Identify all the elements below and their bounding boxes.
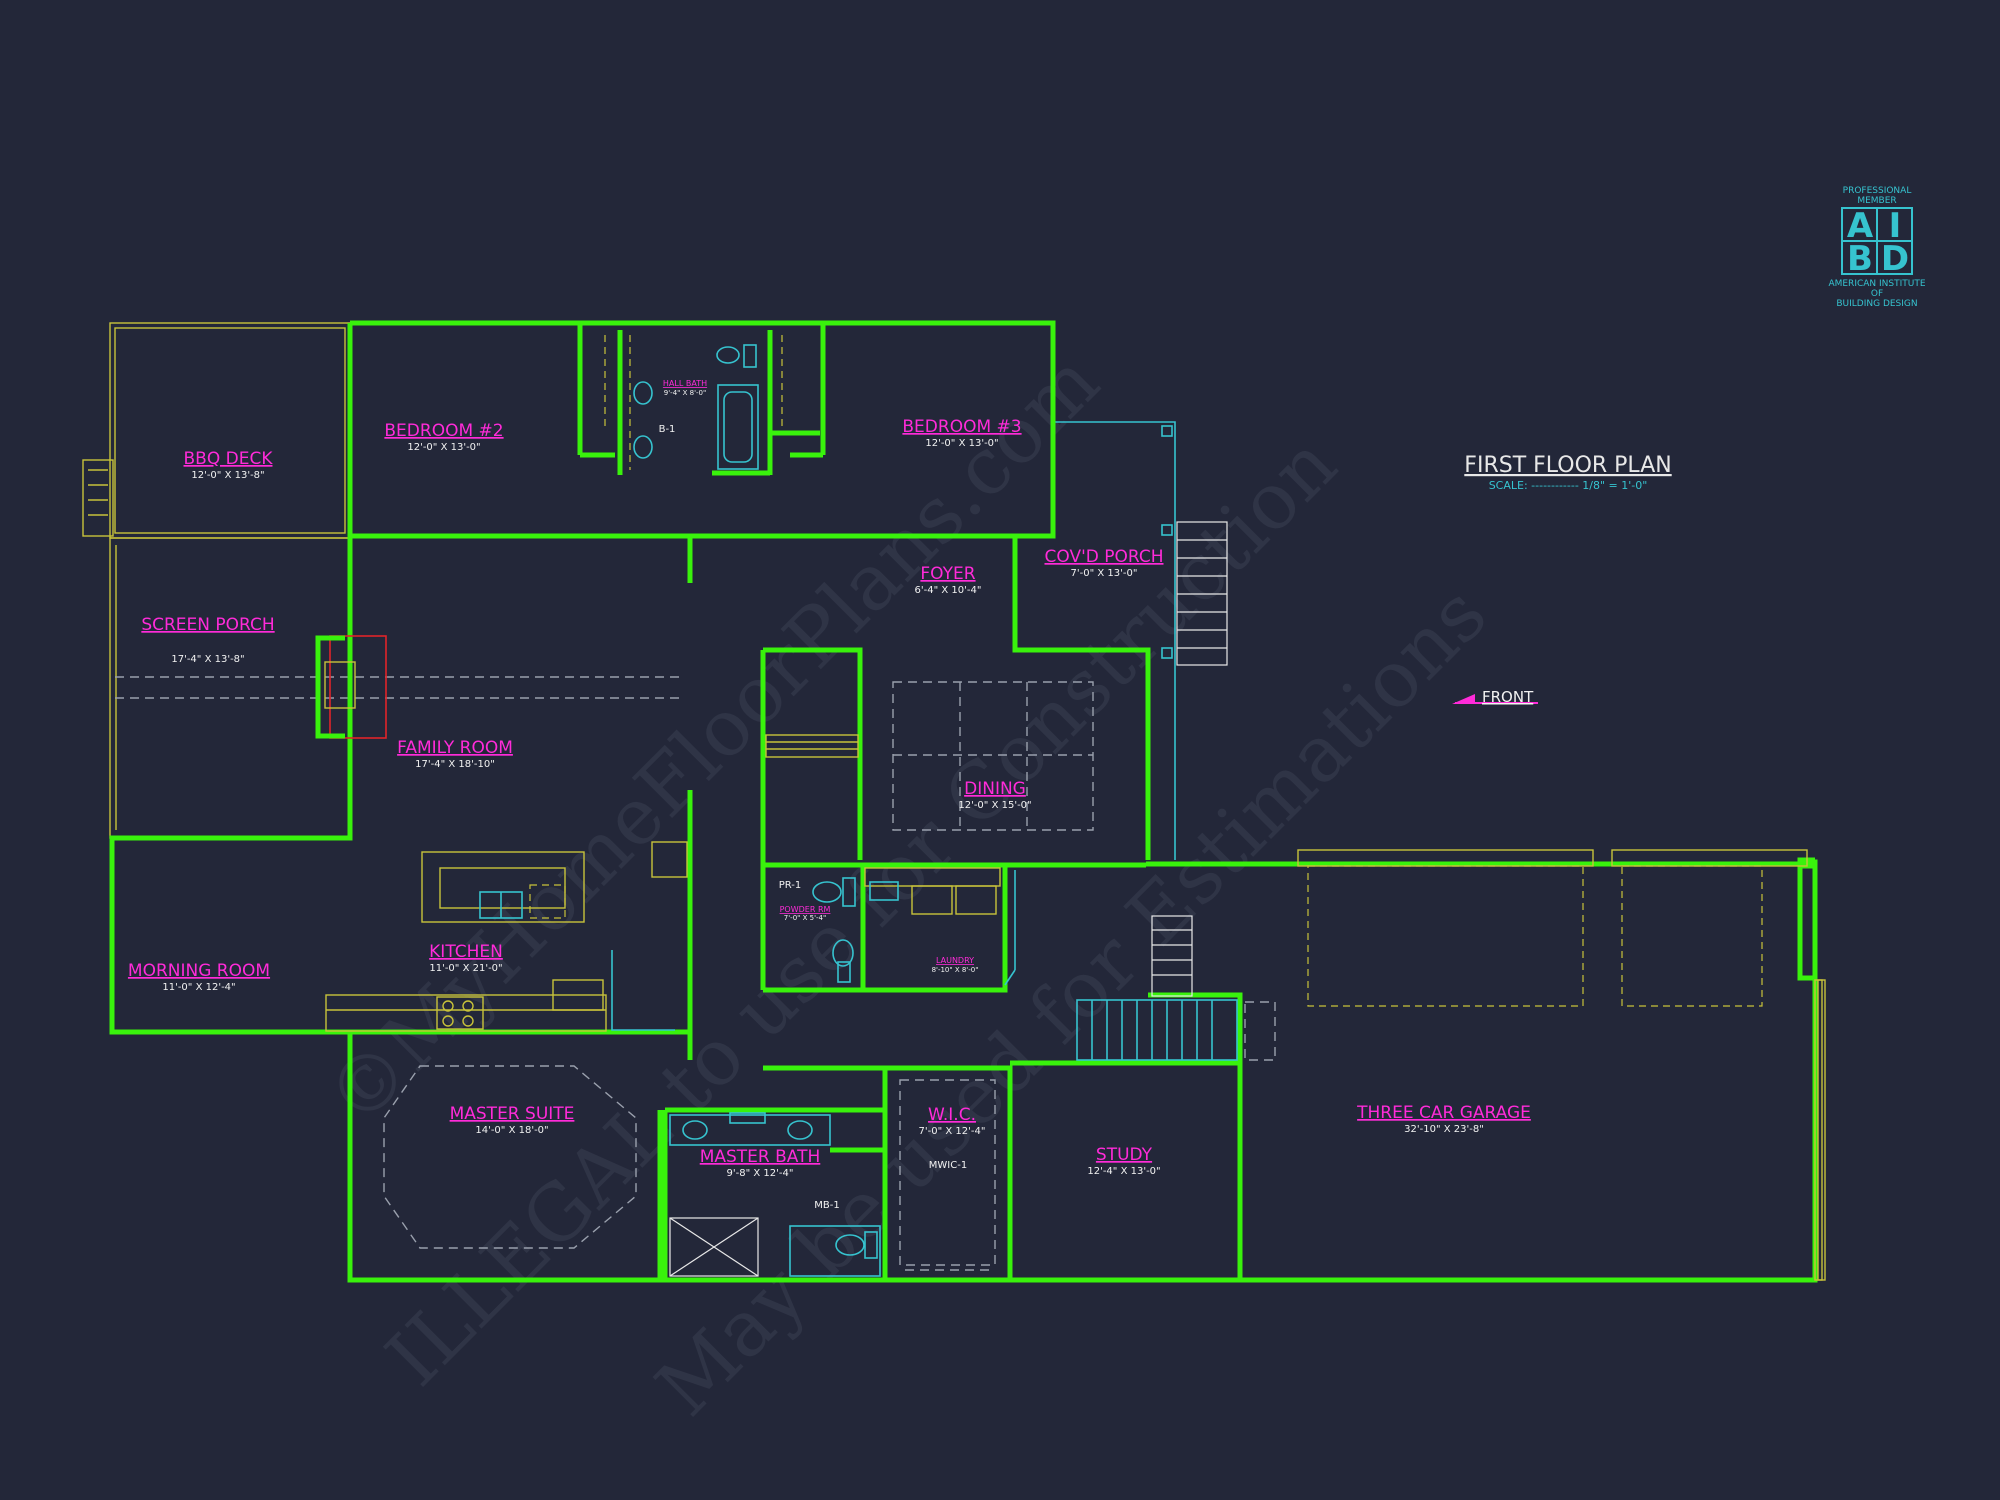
bbq-deck-outline bbox=[109, 322, 351, 539]
deck-steps bbox=[82, 459, 114, 537]
room-dims-garage: 32'-10" X 23'-8" bbox=[1404, 1124, 1484, 1135]
tag-powder: PR-1 bbox=[779, 880, 802, 891]
toilet bbox=[716, 346, 740, 364]
front-indicator: FRONT bbox=[1452, 688, 1538, 706]
kitchen-island bbox=[421, 851, 585, 923]
room-name-bbq-deck: BBQ DECK bbox=[184, 449, 274, 469]
front-label: FRONT bbox=[1482, 688, 1534, 706]
room-dims-dining: 12'-0" X 15'-0" bbox=[958, 800, 1031, 811]
room-name-bedroom-3: BEDROOM #3 bbox=[902, 417, 1021, 437]
aibd-logo: PROFESSIONAL MEMBER A I B D AMERICAN INS… bbox=[1828, 186, 1925, 309]
garage-doors bbox=[1297, 849, 1826, 1281]
room-dims-master-bath: 9'-8" X 12'-4" bbox=[727, 1168, 794, 1179]
room-dims-study: 12'-4" X 13'-0" bbox=[1087, 1166, 1160, 1177]
room-name-powder: POWDER RM bbox=[780, 905, 831, 914]
room-name-family-room: FAMILY ROOM bbox=[397, 738, 513, 758]
watermark: ©MyHomeFloorPlans.com ILLEGAL to use for… bbox=[310, 337, 1504, 1434]
room-name-bedroom-2: BEDROOM #2 bbox=[384, 421, 503, 441]
wic-shelves bbox=[899, 1079, 996, 1271]
shower bbox=[669, 1217, 759, 1277]
room-name-study: STUDY bbox=[1096, 1145, 1153, 1165]
kitchen-fixtures bbox=[325, 841, 688, 1032]
deck-outlines bbox=[82, 322, 680, 839]
covered-porch bbox=[1053, 421, 1228, 860]
logo-bottom-line3: BUILDING DESIGN bbox=[1836, 299, 1917, 309]
tag-wic: MWIC-1 bbox=[929, 1160, 967, 1171]
dining-table bbox=[892, 681, 1094, 831]
logo-letter-b: B bbox=[1847, 239, 1873, 279]
room-name-screen-porch: SCREEN PORCH bbox=[141, 615, 274, 635]
logo-top-line2: MEMBER bbox=[1857, 196, 1896, 206]
room-name-foyer: FOYER bbox=[920, 564, 975, 584]
room-dims-foyer: 6'-4" X 10'-4" bbox=[915, 585, 982, 596]
bathtub bbox=[717, 384, 759, 470]
room-name-covd-porch: COV'D PORCH bbox=[1045, 547, 1164, 567]
room-name-dining: DINING bbox=[964, 779, 1026, 799]
plan-title-block: FIRST FLOOR PLAN SCALE: ------------ 1/8… bbox=[1464, 453, 1671, 492]
dryer bbox=[955, 885, 997, 915]
room-dims-wic: 7'-0" X 12'-4" bbox=[919, 1126, 986, 1137]
room-name-garage: THREE CAR GARAGE bbox=[1356, 1103, 1531, 1123]
hall-bath-fixtures bbox=[604, 335, 783, 470]
garage-door-2 bbox=[1621, 865, 1763, 1007]
room-name-morning-room: MORNING ROOM bbox=[128, 961, 270, 981]
garage-door-1 bbox=[1307, 865, 1584, 1007]
room-name-wic: W.I.C. bbox=[928, 1105, 976, 1125]
room-dims-hall-bath: 9'-4" X 8'-0" bbox=[664, 389, 706, 397]
room-name-laundry: LAUNDRY bbox=[936, 956, 974, 965]
tag-hall-bath: B-1 bbox=[659, 424, 676, 435]
room-name-master-bath: MASTER BATH bbox=[700, 1147, 821, 1167]
fireplace bbox=[315, 635, 387, 739]
tag-master-bath: MB-1 bbox=[814, 1200, 839, 1211]
logo-bottom-line2: OF bbox=[1871, 289, 1883, 299]
room-dims-screen-porch: 17'-4" X 13'-8" bbox=[171, 654, 244, 665]
garage-stairs bbox=[1004, 870, 1276, 1061]
logo-top-line1: PROFESSIONAL bbox=[1843, 186, 1912, 196]
room-dims-covd-porch: 7'-0" X 13'-0" bbox=[1071, 568, 1138, 579]
screen-porch-outline bbox=[109, 537, 351, 839]
logo-letter-d: D bbox=[1881, 239, 1909, 279]
room-dims-bbq-deck: 12'-0" X 13'-8" bbox=[191, 470, 264, 481]
room-dims-morning-room: 11'-0" X 12'-4" bbox=[162, 982, 235, 993]
sink bbox=[633, 381, 653, 405]
room-dims-master-suite: 14'-0" X 18'-0" bbox=[475, 1125, 548, 1136]
room-dims-family-room: 17'-4" X 18'-10" bbox=[415, 759, 495, 770]
kitchen-counter bbox=[325, 994, 607, 1032]
room-name-kitchen: KITCHEN bbox=[429, 942, 503, 962]
room-dims-laundry: 8'-10" X 8'-0" bbox=[932, 966, 979, 974]
logo-letter-i: I bbox=[1889, 206, 1902, 246]
room-name-hall-bath: HALL BATH bbox=[663, 379, 707, 388]
washer bbox=[911, 885, 953, 915]
powder-room-fixtures bbox=[812, 877, 856, 983]
room-labels: BBQ DECK 12'-0" X 13'-8" BEDROOM #2 12'-… bbox=[128, 379, 1531, 1211]
master-suite-ceiling bbox=[383, 1065, 637, 1249]
room-dims-bedroom-3: 12'-0" X 13'-0" bbox=[925, 438, 998, 449]
logo-bottom-line1: AMERICAN INSTITUTE bbox=[1828, 279, 1925, 289]
exterior-walls bbox=[109, 320, 1818, 1283]
room-dims-kitchen: 11'-0" X 21'-0" bbox=[429, 963, 502, 974]
master-bath-fixtures bbox=[669, 1112, 881, 1277]
laundry-fixtures bbox=[864, 867, 1001, 915]
room-dims-bedroom-2: 12'-0" X 13'-0" bbox=[407, 442, 480, 453]
room-name-master-suite: MASTER SUITE bbox=[450, 1104, 575, 1124]
room-dims-powder: 7'-0" X 5'-4" bbox=[784, 914, 826, 922]
front-arrow-icon bbox=[1452, 694, 1475, 704]
logo-letter-a: A bbox=[1847, 206, 1874, 246]
stair-closet bbox=[765, 734, 859, 758]
cooktop bbox=[436, 996, 484, 1030]
plan-scale: SCALE: ------------ 1/8" = 1'-0" bbox=[1489, 479, 1648, 492]
plan-title: FIRST FLOOR PLAN bbox=[1464, 453, 1671, 478]
